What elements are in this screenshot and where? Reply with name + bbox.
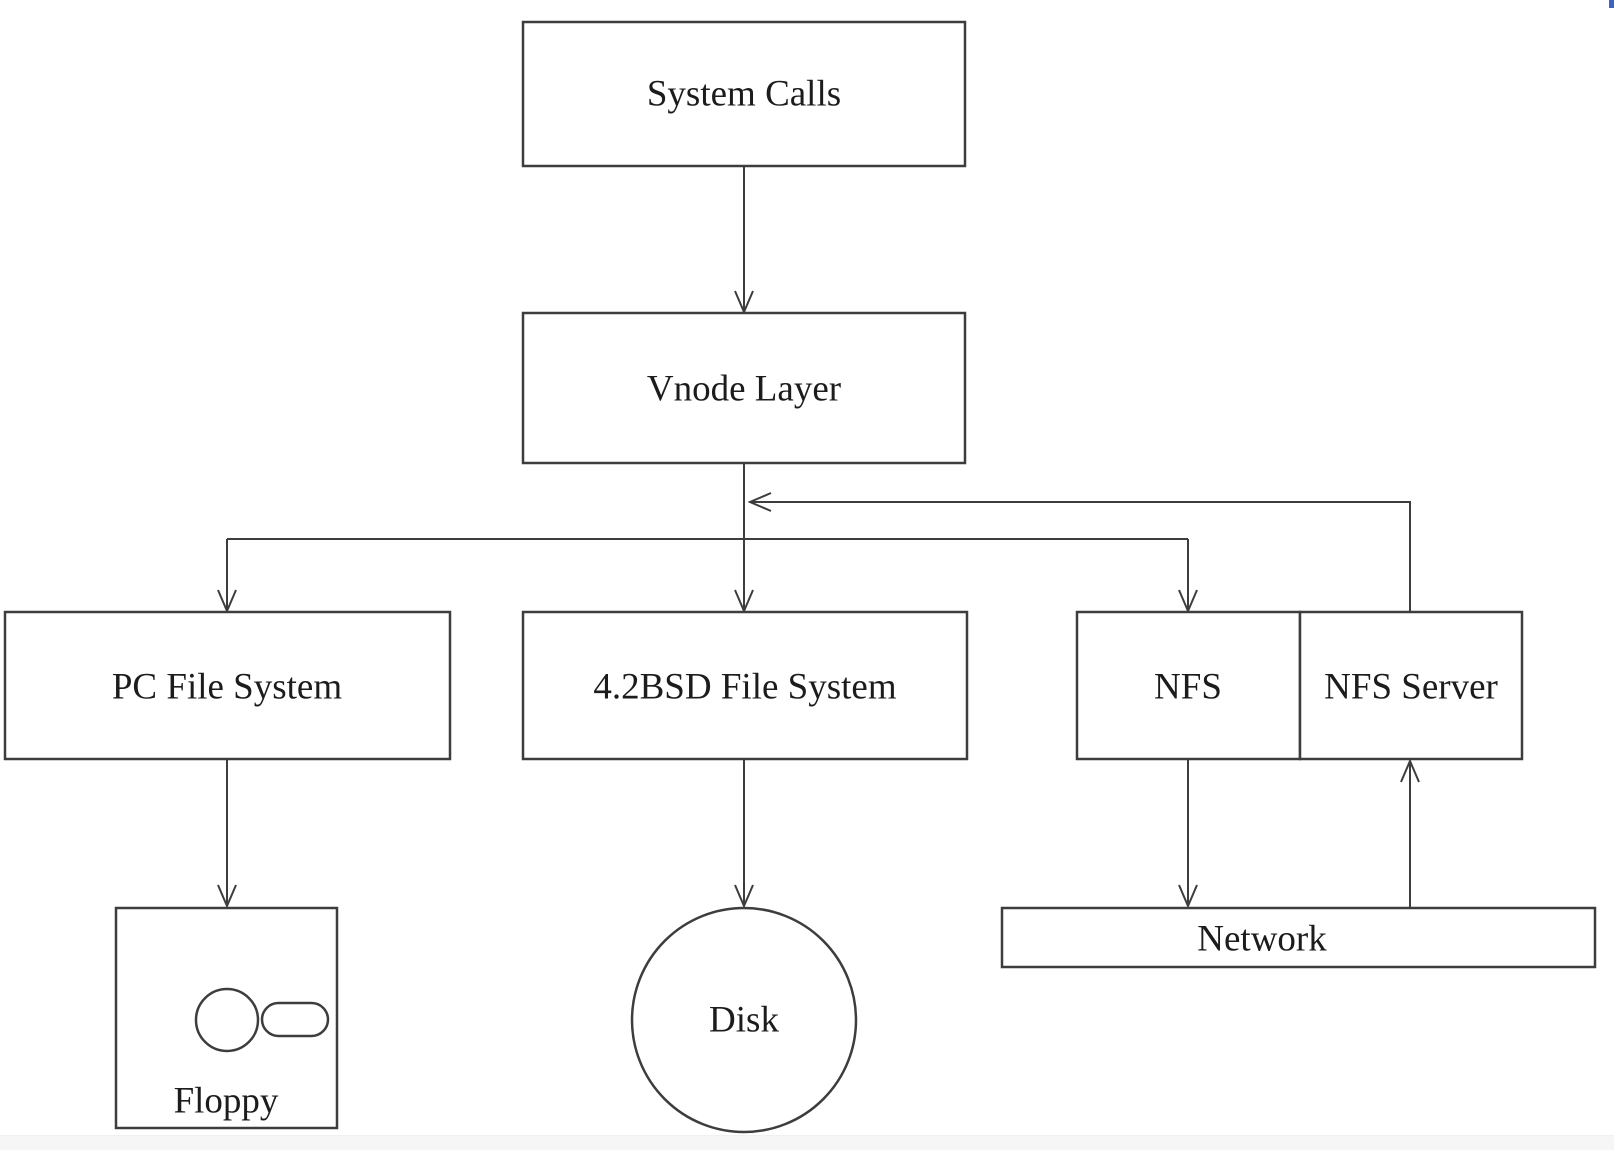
floppy-hub-icon (194, 987, 260, 1053)
node-system-calls: System Calls (521, 20, 967, 168)
node-disk: Disk (630, 906, 858, 1134)
node-floppy-label: Floppy (174, 1081, 279, 1122)
nodes: System Calls Vnode Layer PC File System … (3, 20, 1597, 1134)
node-bsd-file-system-label: 4.2BSD File System (593, 667, 896, 708)
node-disk-label: Disk (709, 1000, 779, 1041)
page-bottom-strip (0, 1135, 1614, 1150)
floppy-shutter-icon (260, 1001, 330, 1038)
node-system-calls-label: System Calls (647, 74, 841, 115)
node-bsd-file-system: 4.2BSD File System (521, 610, 969, 761)
node-vnode-layer-label: Vnode Layer (647, 369, 841, 410)
edge-nfs-server-to-vnode (750, 502, 1411, 612)
node-network: Network (1000, 906, 1597, 969)
edges (227, 166, 1410, 908)
node-vnode-layer: Vnode Layer (521, 311, 967, 465)
floppy-disk-icon (194, 987, 330, 1053)
node-pc-file-system-label: PC File System (112, 667, 342, 708)
corner-artifact-icon (1609, 0, 1614, 8)
node-floppy: Floppy (114, 906, 339, 1130)
node-nfs-label: NFS (1154, 667, 1222, 708)
disk-circle (630, 906, 858, 1134)
node-nfs-server: NFS Server (1298, 610, 1524, 761)
node-network-label: Network (1197, 919, 1327, 960)
node-nfs-server-label: NFS Server (1324, 667, 1498, 708)
node-pc-file-system: PC File System (3, 610, 452, 761)
node-nfs: NFS (1075, 610, 1302, 761)
